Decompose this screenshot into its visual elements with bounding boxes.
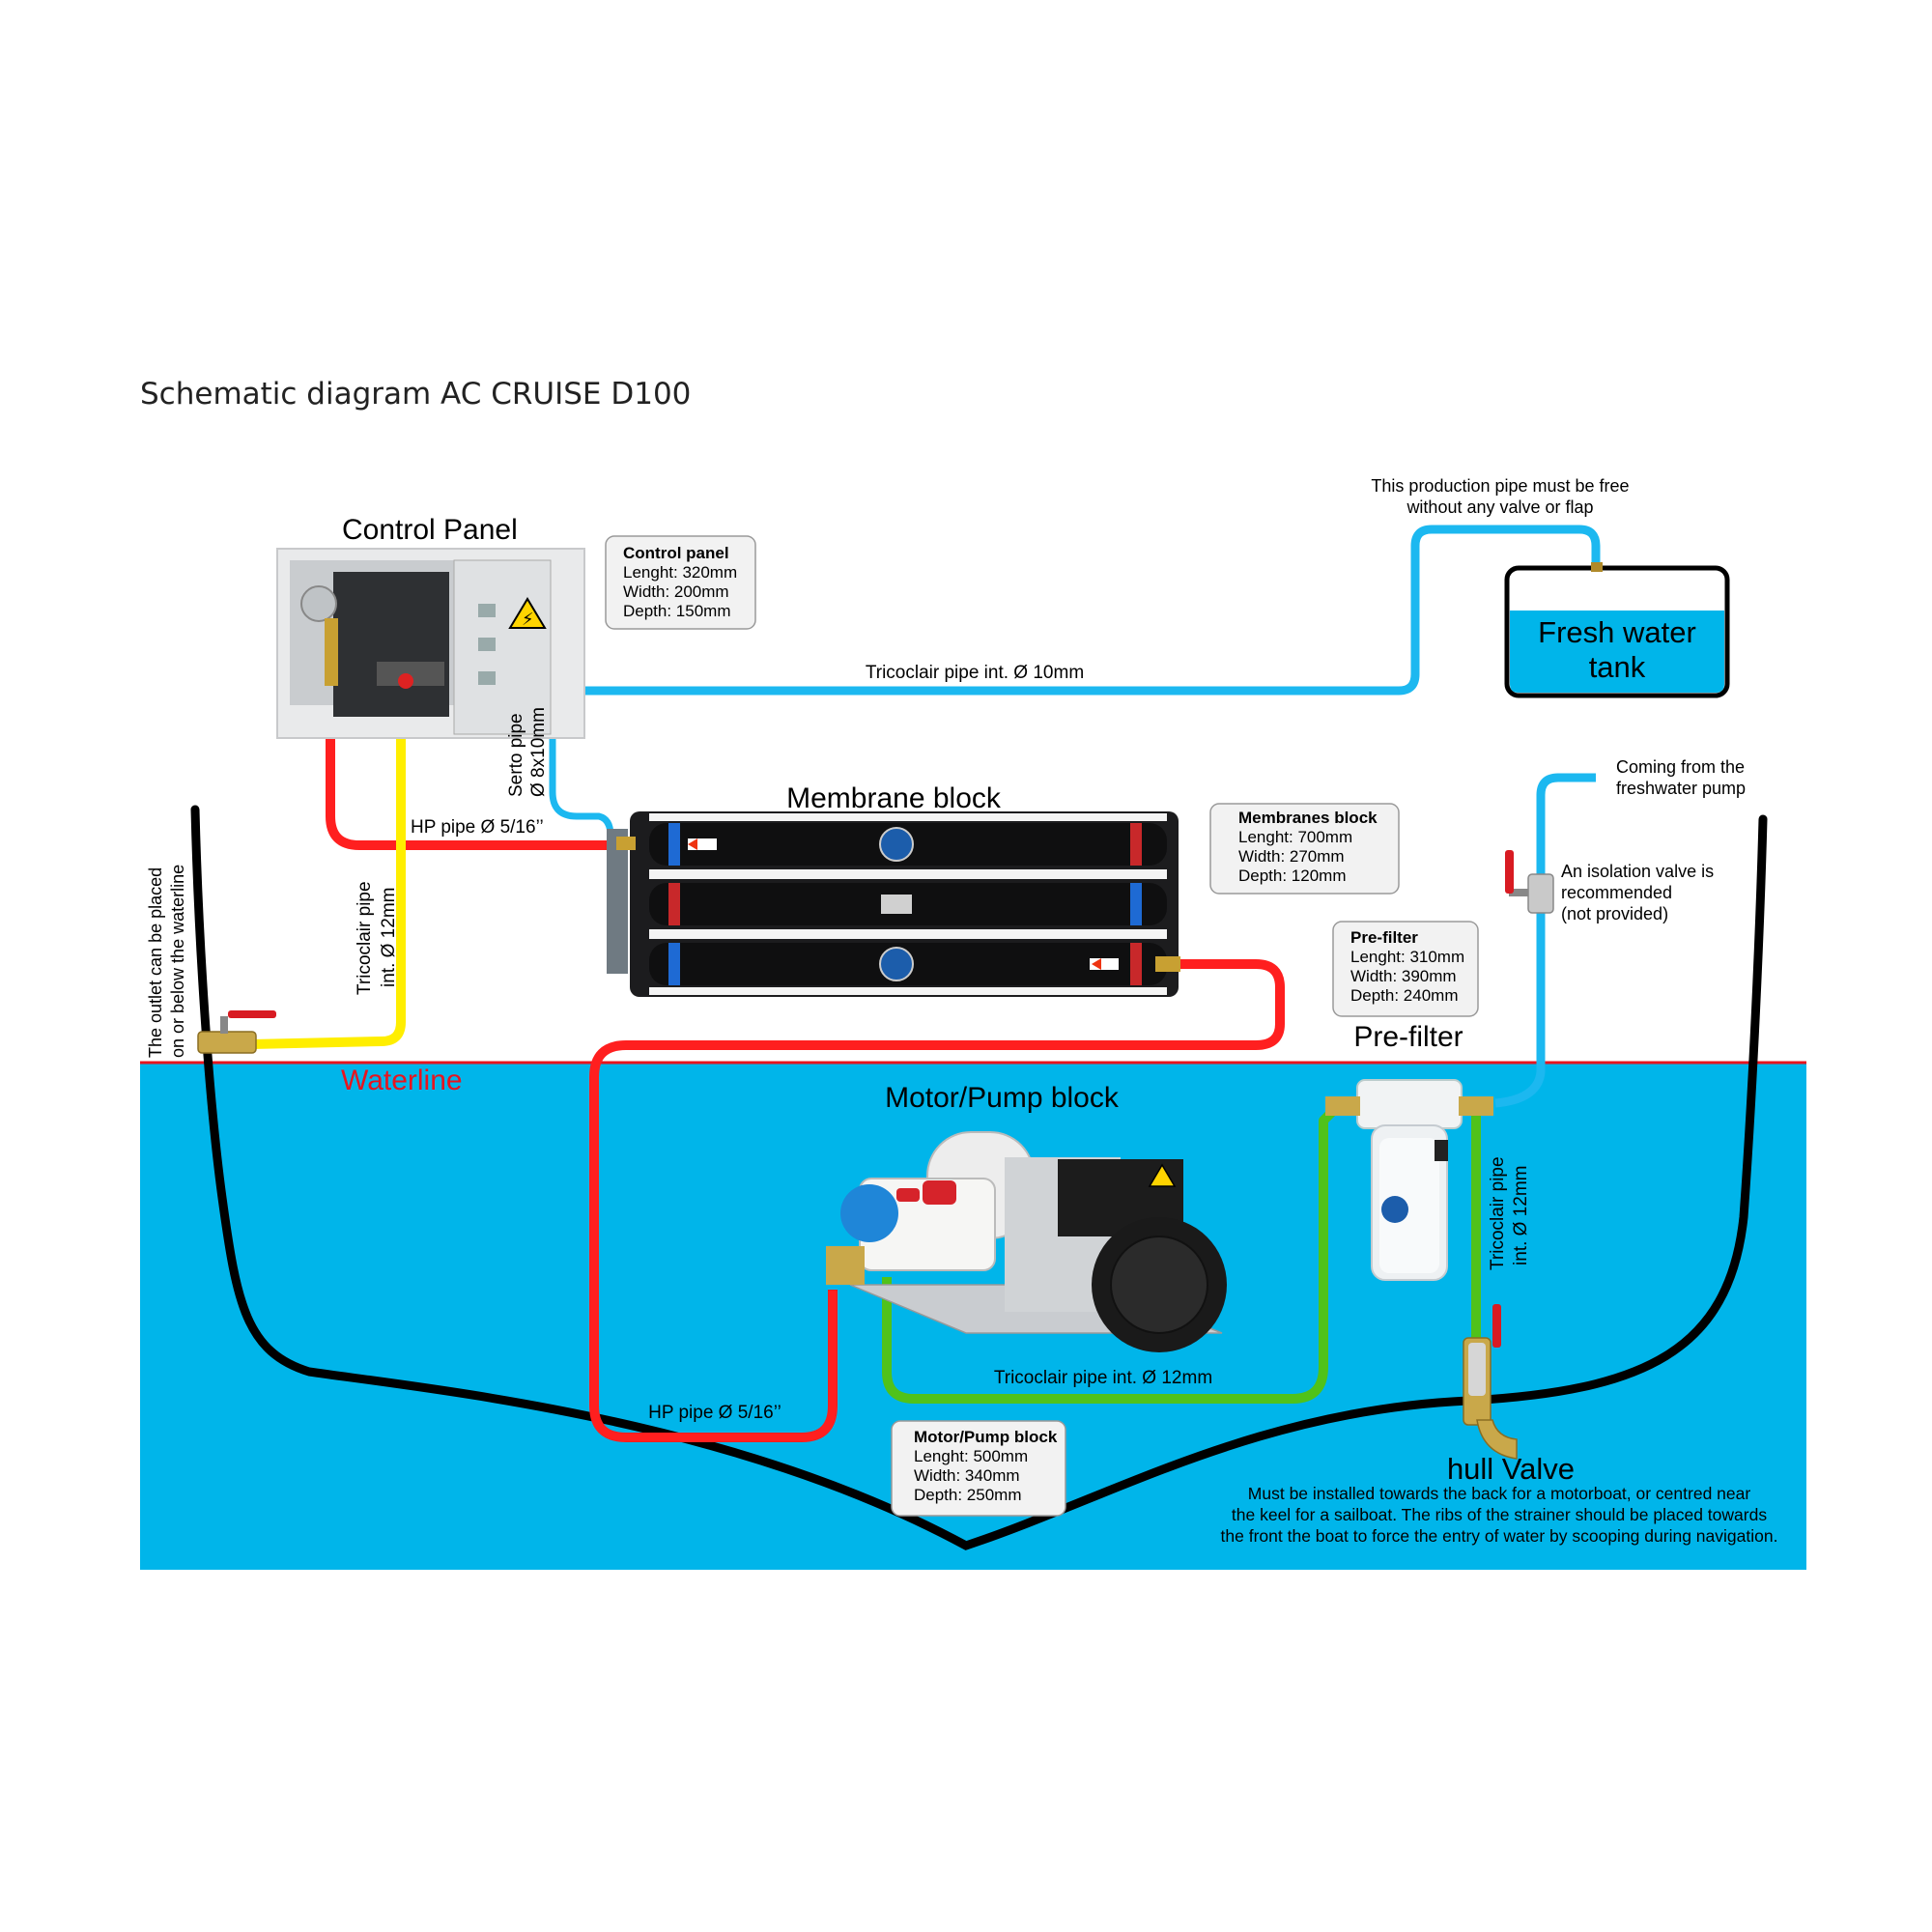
isolation-valve-note-line2: recommended bbox=[1561, 883, 1672, 902]
hull-valve-unit bbox=[1463, 1304, 1518, 1460]
hp-pipe-top bbox=[326, 633, 633, 850]
control-panel-heading: Control Panel bbox=[342, 514, 518, 546]
motor-pump-info-width: Width: 340mm bbox=[914, 1466, 1020, 1485]
tricoclair-right-line2: int. Ø 12mm bbox=[1511, 1166, 1531, 1265]
isolation-valve-note-line3: (not provided) bbox=[1561, 904, 1668, 923]
tricoclair-10-label: Tricoclair pipe int. Ø 10mm bbox=[866, 663, 1084, 683]
pre-filter-info-width: Width: 390mm bbox=[1350, 967, 1457, 985]
fresh-water-tank bbox=[1504, 562, 1730, 698]
waterline-label: Waterline bbox=[341, 1065, 463, 1096]
hp-pipe-bottom bbox=[589, 959, 1285, 1442]
hp-pipe-top-label: HP pipe Ø 5/16’’ bbox=[411, 817, 544, 838]
serto-pipe-label-line2: Ø 8x10mm bbox=[528, 707, 549, 797]
motor-pump-info-title: Motor/Pump block bbox=[914, 1428, 1058, 1446]
membrane-block-unit bbox=[607, 811, 1180, 997]
tricoclair-right-line1: Tricoclair pipe bbox=[1488, 1156, 1508, 1270]
control-panel-info-depth: Depth: 150mm bbox=[623, 602, 731, 620]
membrane-info-title: Membranes block bbox=[1238, 809, 1378, 827]
motor-pump-unit bbox=[826, 1131, 1227, 1352]
hull-valve-note-line1: Must be installed towards the back for a… bbox=[1248, 1484, 1751, 1503]
feed-pipe-green bbox=[882, 1102, 1342, 1404]
motor-pump-info-box: Motor/Pump block Lenght: 500mm Width: 34… bbox=[891, 1420, 1066, 1517]
tank-label-line2: tank bbox=[1589, 650, 1646, 684]
hull-valve-note-line3: the front the boat to force the entry of… bbox=[1221, 1526, 1778, 1546]
pre-filter-info-title: Pre-filter bbox=[1350, 928, 1418, 947]
tricoclair-bottom-label: Tricoclair pipe int. Ø 12mm bbox=[994, 1368, 1212, 1388]
tricoclair-left-line2: int. Ø 12mm bbox=[379, 888, 399, 987]
isolation-valve-note-line1: An isolation valve is bbox=[1561, 862, 1714, 881]
production-pipe-note-line2: without any valve or flap bbox=[1406, 497, 1593, 517]
boat-hull bbox=[190, 805, 1768, 1550]
membrane-block-heading: Membrane block bbox=[786, 782, 1002, 814]
control-panel-info-title: Control panel bbox=[623, 544, 729, 562]
serto-pipe-label-line1: Serto pipe bbox=[506, 713, 526, 797]
production-pipe-note-line1: This production pipe must be free bbox=[1371, 476, 1629, 496]
motor-pump-info-length: Lenght: 500mm bbox=[914, 1447, 1028, 1465]
hp-pipe-bottom-label: HP pipe Ø 5/16’’ bbox=[648, 1403, 781, 1423]
hull-valve-heading: hull Valve bbox=[1447, 1452, 1575, 1486]
outlet-valve bbox=[197, 1010, 276, 1054]
tricoclair-left-line1: Tricoclair pipe bbox=[355, 881, 375, 995]
membrane-info-width: Width: 270mm bbox=[1238, 847, 1345, 866]
motor-pump-heading: Motor/Pump block bbox=[885, 1082, 1120, 1114]
freshwater-pump-note-line2: freshwater pump bbox=[1616, 779, 1746, 798]
control-panel-info-length: Lenght: 320mm bbox=[623, 563, 737, 582]
electric-warning-icon bbox=[508, 597, 547, 629]
control-panel-info-width: Width: 200mm bbox=[623, 582, 729, 601]
motor-pump-info-depth: Depth: 250mm bbox=[914, 1486, 1022, 1504]
membrane-info-box: Membranes block Lenght: 700mm Width: 270… bbox=[1209, 803, 1400, 895]
pre-filter-info-length: Lenght: 310mm bbox=[1350, 948, 1464, 966]
outlet-note-line1: The outlet can be placed bbox=[146, 867, 165, 1058]
control-panel-info-box: Control panel Lenght: 320mm Width: 200mm… bbox=[605, 535, 756, 630]
membrane-info-length: Lenght: 700mm bbox=[1238, 828, 1352, 846]
outlet-note-line2: on or below the waterline bbox=[168, 865, 187, 1058]
freshwater-pump-note-line1: Coming from the bbox=[1616, 757, 1745, 777]
motor-warning-icon bbox=[1148, 1163, 1177, 1187]
svg-text:⚡: ⚡ bbox=[522, 610, 534, 629]
membrane-info-depth: Depth: 120mm bbox=[1238, 867, 1347, 885]
pre-filter-unit bbox=[1325, 1079, 1493, 1281]
pre-filter-heading: Pre-filter bbox=[1353, 1021, 1463, 1053]
control-panel-unit: ⚡ bbox=[276, 548, 585, 739]
freshwater-pump-pipe bbox=[1494, 773, 1596, 1108]
brine-outlet-pipe bbox=[250, 736, 406, 1049]
isolation-valve bbox=[1505, 850, 1554, 914]
pre-filter-info-depth: Depth: 240mm bbox=[1350, 986, 1459, 1005]
page-title: Schematic diagram AC CRUISE D100 bbox=[140, 377, 691, 412]
hull-valve-note-line2: the keel for a sailboat. The ribs of the… bbox=[1232, 1505, 1767, 1524]
pre-filter-info-box: Pre-filter Lenght: 310mm Width: 390mm De… bbox=[1332, 921, 1479, 1017]
tank-label-line1: Fresh water bbox=[1538, 615, 1696, 649]
